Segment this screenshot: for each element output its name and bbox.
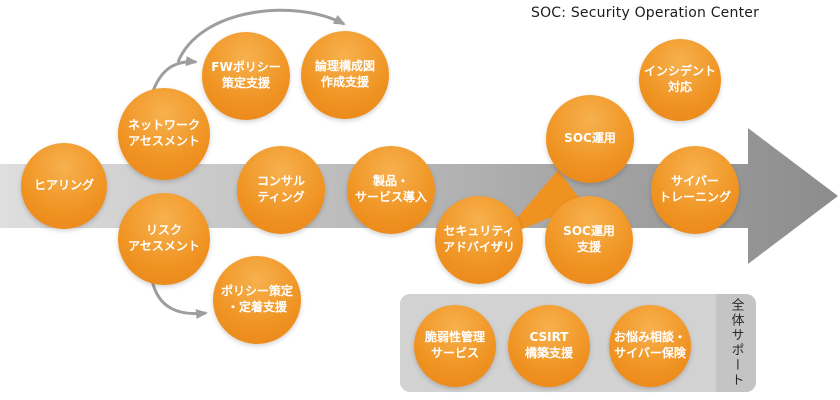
node-hearing: ヒアリング (21, 143, 107, 229)
node-consulting: コンサル ティング (237, 146, 325, 234)
node-vulnerability-management: 脆弱性管理 サービス (414, 305, 496, 387)
node-fw-policy-support: FWポリシー 策定支援 (202, 32, 290, 120)
node-logical-diagram-support: 論理構成図 作成支援 (301, 31, 389, 119)
node-cyber-training: サイバー トレーニング (651, 146, 739, 234)
node-incident-response: インシデント 対応 (639, 39, 721, 121)
node-policy-establishment-support: ポリシー策定 ・定着支援 (213, 256, 301, 344)
overall-support-label: 全体サポート (728, 298, 744, 388)
node-consultation-cyber-insurance: お悩み相談・ サイバー保険 (609, 305, 691, 387)
node-soc-operation: SOC運用 (546, 95, 634, 183)
curved-arrow-to-logical-diagram (176, 8, 346, 63)
node-soc-operation-support: SOC運用 支援 (545, 196, 633, 284)
node-product-service-introduction: 製品・ サービス導入 (347, 146, 435, 234)
curved-arrow-risk-to-policy (150, 279, 208, 320)
soc-caption: SOC: Security Operation Center (531, 5, 760, 21)
node-security-advisory: セキュリティ アドバイザリ (435, 196, 523, 284)
callout-wedge (500, 170, 584, 238)
node-risk-assessment: リスク アセスメント (118, 193, 210, 285)
node-network-assessment: ネットワーク アセスメント (118, 88, 210, 180)
node-csirt-support: CSIRT 構築支援 (508, 305, 590, 387)
overall-support-panel-strip (716, 294, 756, 392)
